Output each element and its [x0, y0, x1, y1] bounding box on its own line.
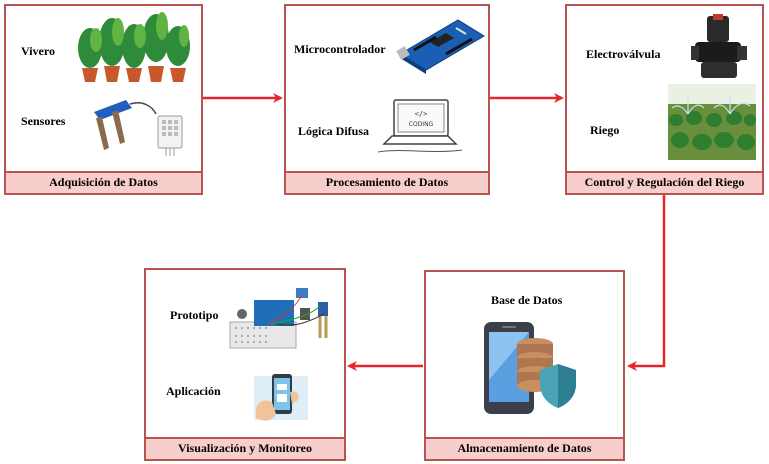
stage-almacenamiento: Base de Datos Almacenamiento de Datos [424, 270, 625, 461]
sensors-icon [94, 100, 183, 156]
stage-visualizacion: Prototipo Aplicación Visualización y Mon… [144, 268, 346, 461]
stage-adquisicion: Vivero Sensores Adquisición de Datos [4, 4, 203, 195]
irrigation-field-icon [668, 84, 756, 160]
caption-procesamiento: Procesamiento de Datos [286, 171, 488, 193]
caption-adquisicion: Adquisición de Datos [6, 171, 201, 193]
mobile-app-icon [254, 374, 308, 421]
database-phone-icon [484, 322, 576, 414]
solenoid-valve-icon [691, 14, 747, 78]
laptop-coding-icon: </> CODING [377, 99, 463, 153]
label-riego: Riego [590, 123, 620, 137]
label-electrovalvula: Electroválvula [586, 47, 661, 61]
coding-text: CODING [409, 121, 434, 128]
label-microcontrolador: Microcontrolador [294, 42, 386, 56]
caption-control: Control y Regulación del Riego [567, 171, 762, 193]
prototype-circuit-icon [229, 288, 328, 349]
label-prototipo: Prototipo [170, 308, 219, 322]
label-vivero: Vivero [21, 44, 55, 58]
label-base-de-datos: Base de Datos [491, 293, 563, 307]
label-logica-difusa: Lógica Difusa [298, 124, 370, 138]
stage-control: Electroválvula Riego Control y Regulació… [565, 4, 764, 195]
label-sensores: Sensores [21, 114, 66, 128]
coding-symbol: </> [415, 110, 428, 118]
stage-procesamiento: Microcontrolador Lógica Difusa </> CODIN… [284, 4, 490, 195]
arrow-control-to-almacenamiento [627, 195, 666, 371]
caption-visualizacion: Visualización y Monitoreo [146, 437, 344, 459]
plants-icon [78, 12, 190, 82]
label-aplicacion: Aplicación [166, 384, 221, 398]
microcontroller-icon [396, 19, 485, 74]
caption-almacenamiento: Almacenamiento de Datos [426, 437, 623, 459]
